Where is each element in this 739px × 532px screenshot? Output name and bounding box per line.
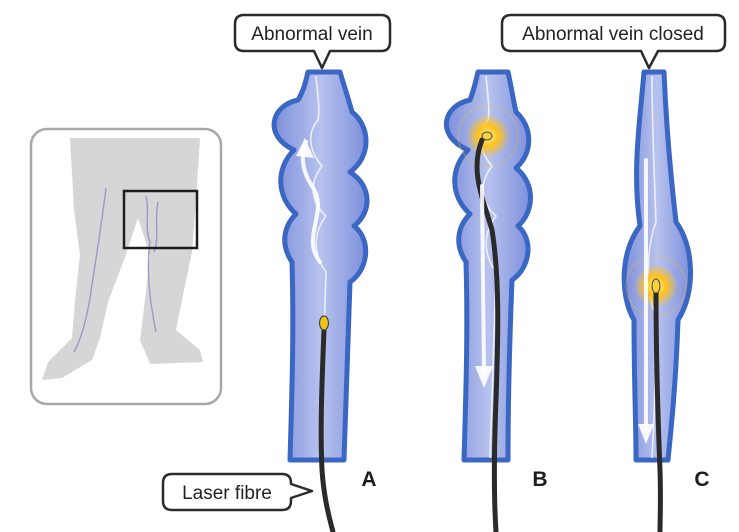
laser-fibre-c	[653, 289, 663, 532]
callout-abnormal-vein-closed: Abnormal vein closed	[500, 13, 727, 70]
flow-arrowhead-b	[475, 366, 493, 388]
panel-letter-a: A	[361, 468, 376, 491]
callout-laser-fibre-label: Laser fibre	[182, 483, 272, 504]
callout-abnormal-vein: Abnormal vein	[233, 13, 392, 70]
flow-arrow-b	[480, 184, 486, 374]
callout-laser-fibre: Laser fibre	[161, 472, 314, 512]
zoom-region-box	[122, 189, 199, 250]
vein-panel-a: A	[271, 69, 377, 532]
callout-abnormal-vein-label: Abnormal vein	[251, 24, 372, 45]
callout-abnormal-vein-closed-label: Abnormal vein closed	[522, 24, 704, 45]
vein-a	[271, 69, 370, 463]
vein-panel-b: B	[444, 69, 548, 532]
vein-c-inner-wall	[647, 75, 657, 459]
vein-panel-c: C	[621, 69, 710, 532]
fibre-tip-b	[481, 131, 493, 141]
fibre-tip-a	[318, 315, 330, 331]
laser-fibre-a	[318, 327, 336, 532]
panel-letter-c: C	[694, 468, 709, 491]
flow-arrowhead-a	[296, 138, 314, 158]
panel-letter-b: B	[532, 468, 547, 491]
legs-silhouette	[42, 138, 203, 380]
flow-arrowhead-c	[638, 424, 654, 444]
fibre-tip-c	[651, 278, 661, 294]
leg-inset	[29, 127, 223, 406]
vein-b	[444, 69, 533, 463]
